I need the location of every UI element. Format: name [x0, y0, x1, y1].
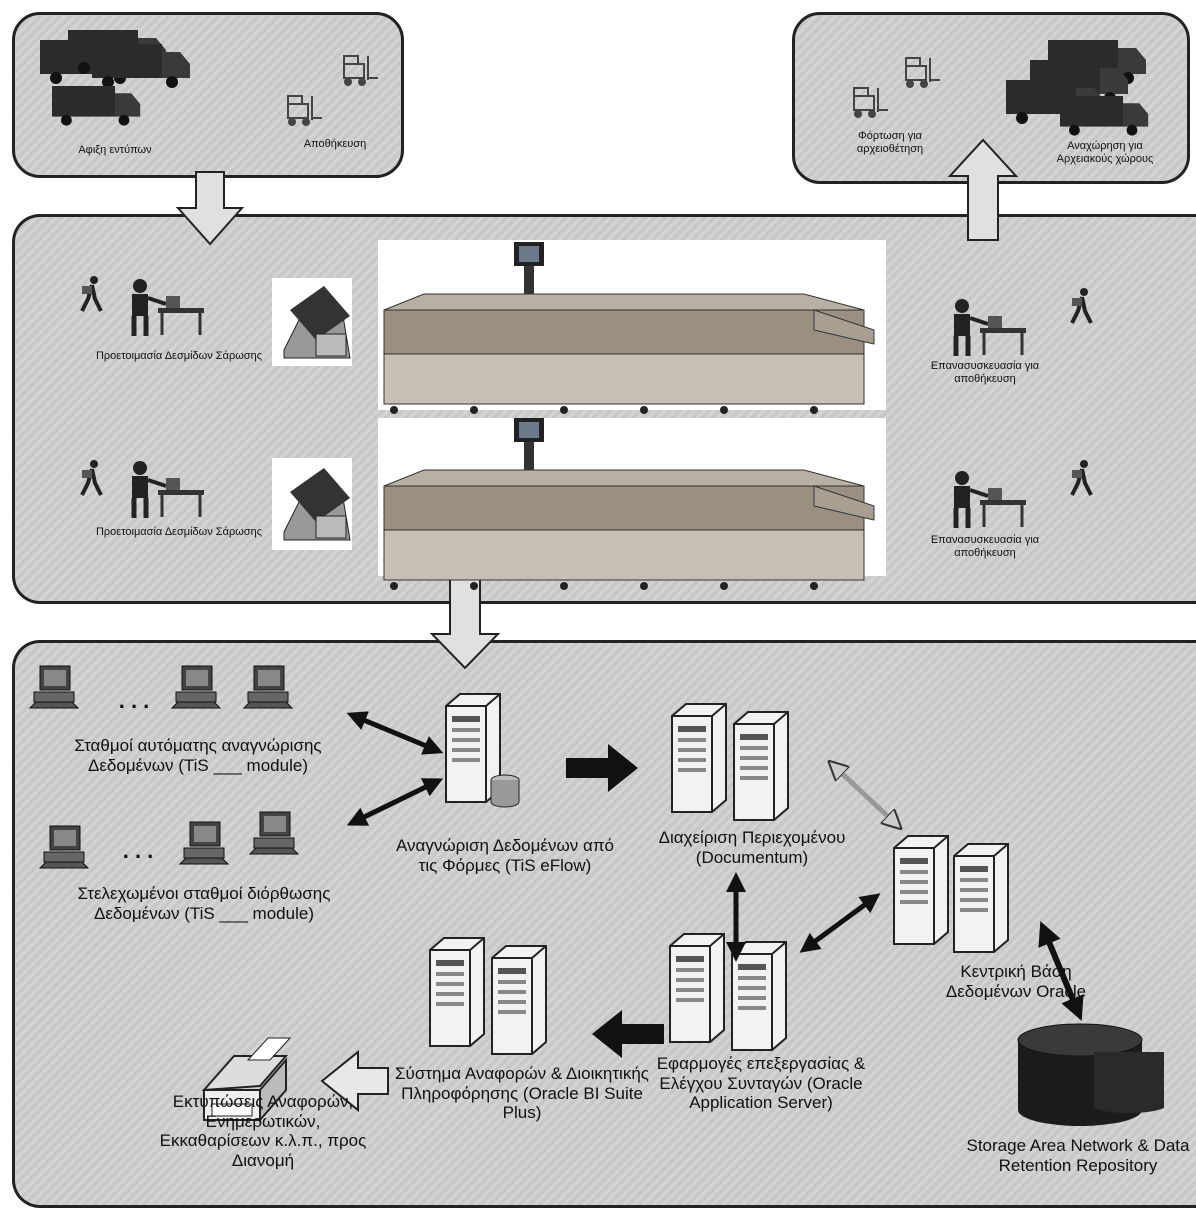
storage-cylinder-icon: [1017, 1023, 1164, 1126]
loading-label: Φόρτωση για αρχειοθέτηση: [856, 130, 924, 155]
departure-label: Αναχώρηση για Αρχειακούς χώρους: [1056, 140, 1154, 165]
down-arrow-icon: [429, 577, 501, 670]
flow-arrow-right: [566, 744, 638, 792]
forklift-icon: [287, 95, 323, 127]
connector-arrow: [1038, 921, 1084, 1021]
flow-arrow-left: [592, 1010, 664, 1058]
database-icon: [490, 774, 520, 808]
scanning-machine-icon: [383, 417, 875, 591]
up-arrow-icon: [947, 138, 1019, 241]
worker-walking-icon: [1070, 458, 1093, 497]
auto-recognition-label: Σταθμοί αυτόματης αναγνώρισης Δεδομένων …: [74, 736, 322, 775]
storage-label: Storage Area Network & Data Retention Re…: [966, 1136, 1190, 1175]
server-icon: [429, 937, 485, 1047]
server-icon: [671, 703, 727, 813]
dots-label: . . .: [122, 838, 154, 863]
workstation-icon: [249, 811, 299, 855]
applications-label: Εφαρμογές επεξεργασίας & Ελέγχου Συνταγώ…: [656, 1054, 866, 1113]
manual-correction-label: Στελεχωμένοι σταθμοί διόρθωσης Δεδομένων…: [77, 884, 331, 923]
repack-label: Επανασυσκευασία για αποθήκευση: [930, 360, 1040, 385]
worker-packing-icon: [954, 299, 1026, 356]
server-icon: [733, 711, 789, 821]
connector-arrow: [799, 893, 881, 953]
workstation-icon: [39, 825, 89, 869]
connector-arrow: [834, 766, 896, 824]
arrival-label: Αφιξη εντύπων: [78, 144, 152, 156]
server-icon: [953, 843, 1009, 953]
worker-packing-icon: [954, 471, 1026, 528]
recognition-server-label: Αναγνώριση Δεδομένων από τις Φόρμες (TiS…: [395, 836, 615, 875]
truck-icon: [1060, 96, 1149, 136]
worker-packing-icon: [132, 461, 204, 518]
truck-icon: [52, 86, 141, 126]
dots-label: . . .: [118, 688, 150, 713]
workstation-icon: [171, 665, 221, 709]
server-icon: [669, 933, 725, 1043]
forklift-icon: [343, 55, 379, 87]
server-icon: [491, 945, 547, 1055]
worker-packing-icon: [132, 279, 204, 336]
central-db-label: Κεντρική Βάση Δεδομένων Oracle: [945, 962, 1087, 1001]
worker-walking-icon: [80, 274, 103, 313]
prep-label: Προετοιμασία Δεσμίδων Σάρωσης: [95, 350, 262, 362]
workstation-icon: [29, 665, 79, 709]
connector-arrow: [346, 711, 444, 755]
server-icon: [731, 941, 787, 1051]
scanning-machine-icon: [383, 241, 875, 415]
storage-label: Αποθήκευση: [303, 138, 367, 150]
workstation-icon: [179, 821, 229, 865]
workstation-icon: [243, 665, 293, 709]
feeder-scanner-icon: [283, 285, 351, 359]
printer-icon: [201, 1037, 292, 1123]
printouts-label: Εκτυπώσεις Αναφορών, Ενημερωτικών, Εκκαθ…: [159, 1092, 367, 1170]
worker-walking-icon: [80, 458, 103, 497]
reporting-label: Σύστημα Αναφορών & Διοικητικής Πληροφόρη…: [395, 1064, 649, 1123]
down-arrow-icon: [175, 171, 245, 246]
content-management-label: Διαχείριση Περιεχομένου (Documentum): [658, 828, 846, 867]
feeder-scanner-icon: [283, 467, 351, 541]
worker-walking-icon: [1070, 286, 1093, 325]
connector-arrow: [346, 778, 444, 826]
repack-label: Επανασυσκευασία για αποθήκευση: [930, 534, 1040, 559]
truck-icon: [92, 44, 190, 88]
forklift-icon: [905, 57, 941, 89]
forklift-icon: [853, 87, 889, 119]
left-arrow-icon: [320, 1049, 389, 1113]
server-icon: [893, 835, 949, 945]
prep-label: Προετοιμασία Δεσμίδων Σάρωσης: [95, 526, 262, 538]
